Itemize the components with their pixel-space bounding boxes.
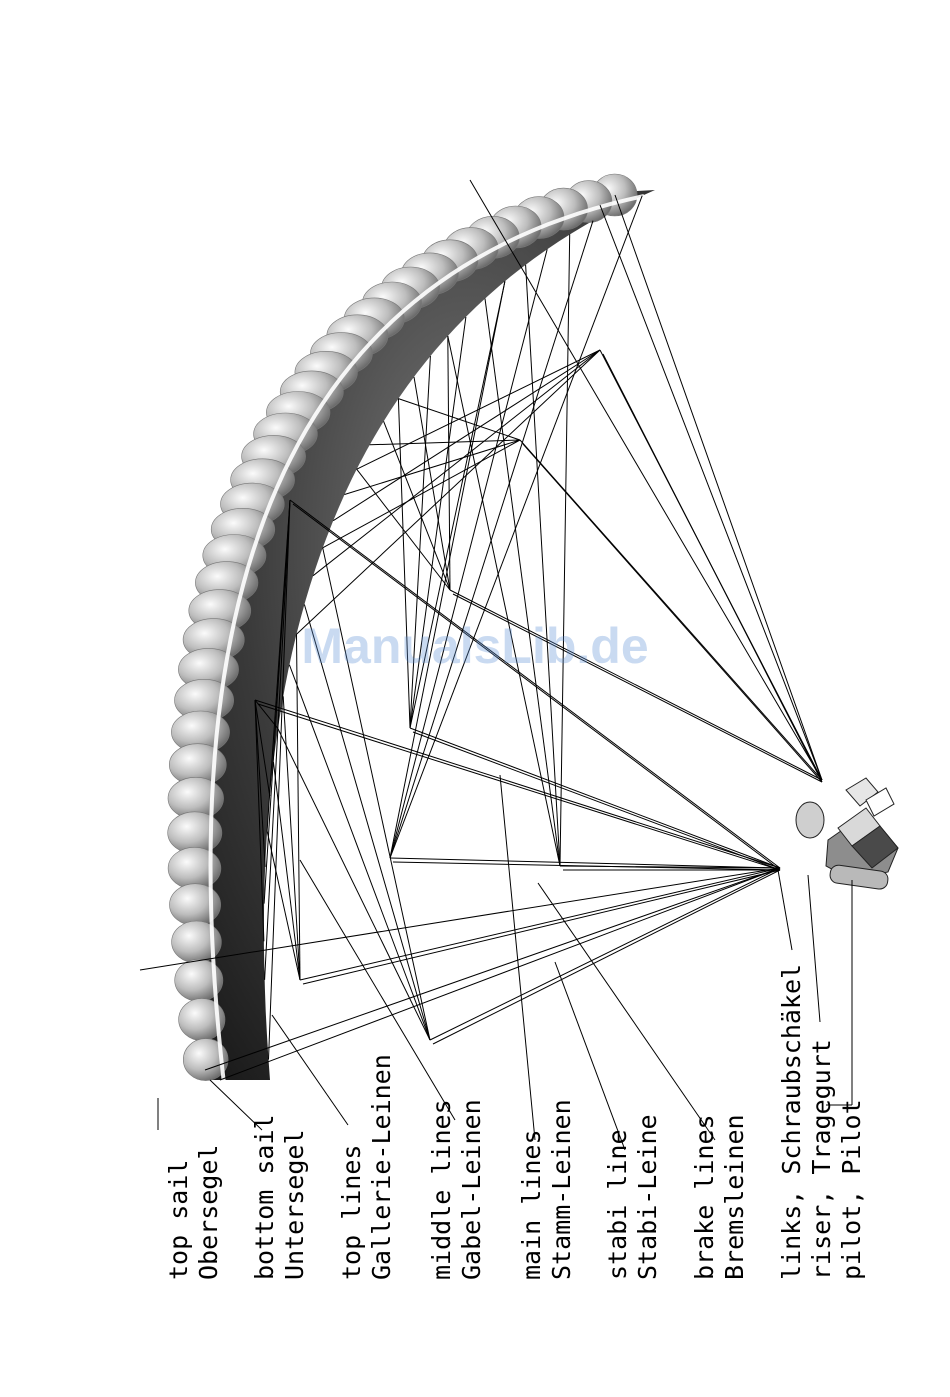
middle-line xyxy=(357,469,450,590)
label-stabi-line-de: Stabi-Leine xyxy=(633,1114,662,1280)
label-middle-lines-de: Gabel-Leinen xyxy=(457,1099,486,1280)
legend-labels: top sail Obersegel bottom sail Untersege… xyxy=(164,964,866,1280)
main-line xyxy=(523,444,822,782)
brake-line xyxy=(600,205,822,780)
label-brake-lines-en: brake lines xyxy=(690,1114,719,1280)
middle-line xyxy=(289,665,430,1040)
label-top-sail-de: Obersegel xyxy=(194,1145,223,1280)
label-top-lines-de: Gallerie-Leinen xyxy=(367,1054,396,1280)
middle-line xyxy=(485,299,560,866)
main-line xyxy=(258,704,780,870)
middle-line xyxy=(448,336,450,590)
middle-line xyxy=(273,762,300,980)
label-bottom-sail-de: Untersegel xyxy=(280,1129,309,1280)
label-top-sail-en: top sail xyxy=(164,1160,193,1280)
label-brake-lines-de: Bremsleinen xyxy=(720,1114,749,1280)
label-stabi-line-en: stabi line xyxy=(603,1129,632,1280)
watermark-text: ManualsLib.de xyxy=(301,618,648,674)
label-main-lines-en: main lines xyxy=(517,1129,546,1280)
label-main-lines-de: Stamm-Leinen xyxy=(547,1099,576,1280)
main-line xyxy=(410,728,780,868)
label-top-lines-en: top lines xyxy=(337,1145,366,1280)
label-bottom-sail-en: bottom sail xyxy=(250,1114,279,1280)
label-links: links, Schraubschäkel xyxy=(777,964,806,1280)
canopy-cell xyxy=(168,847,221,889)
label-middle-lines-en: middle lines xyxy=(427,1099,456,1280)
label-pilot: pilot, Pilot xyxy=(837,1099,866,1280)
main-line xyxy=(413,732,780,870)
brake-line xyxy=(205,868,780,1070)
main-line xyxy=(430,868,780,1040)
brake-line xyxy=(220,868,780,1080)
pilot-figure xyxy=(796,778,898,890)
middle-line xyxy=(560,235,570,867)
main-line xyxy=(603,354,822,782)
label-riser: riser, Tragegurt xyxy=(807,1039,836,1280)
